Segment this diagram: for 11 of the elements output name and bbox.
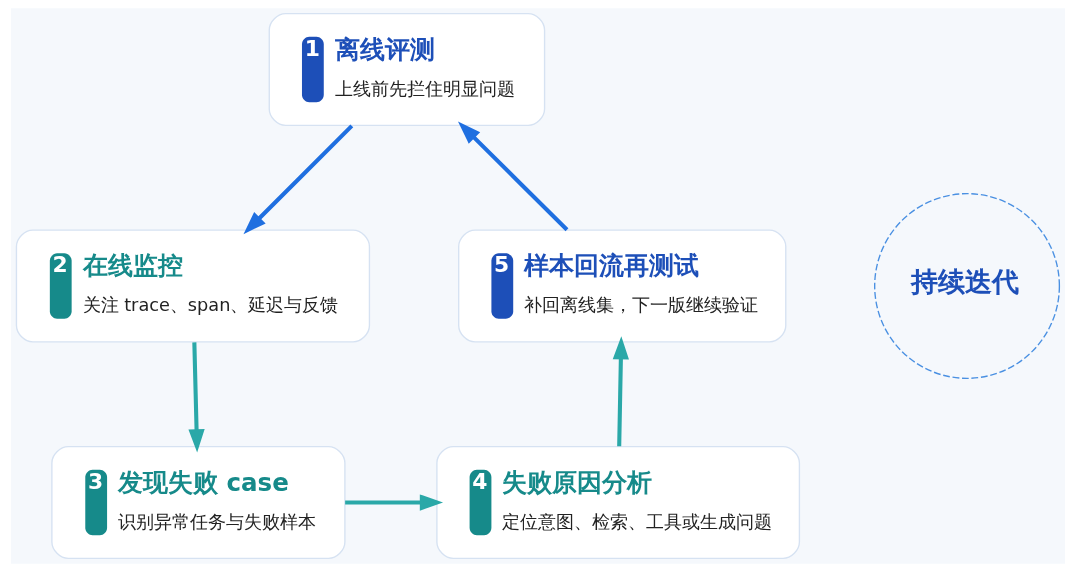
arrow [612,336,629,447]
node-box: 4 失败原因分析 定位意图、检索、工具或生成问题 [436,445,801,560]
arrow [243,124,354,235]
node-circle: 持续迭代 [874,192,1061,380]
arrow [188,342,205,453]
arrow [457,121,569,232]
node-box: 1 离线评测 上线前先拦住明显问题 [268,12,546,127]
arrow [345,494,444,511]
node-box: 3 发现失败 case 识别异常任务与失败样本 [51,445,346,560]
node-box: 2 在线监控 关注 trace、span、延迟与反馈 [15,229,371,343]
node-box: 5 样本回流再测试 补回离线集，下一版继续验证 [458,229,787,343]
